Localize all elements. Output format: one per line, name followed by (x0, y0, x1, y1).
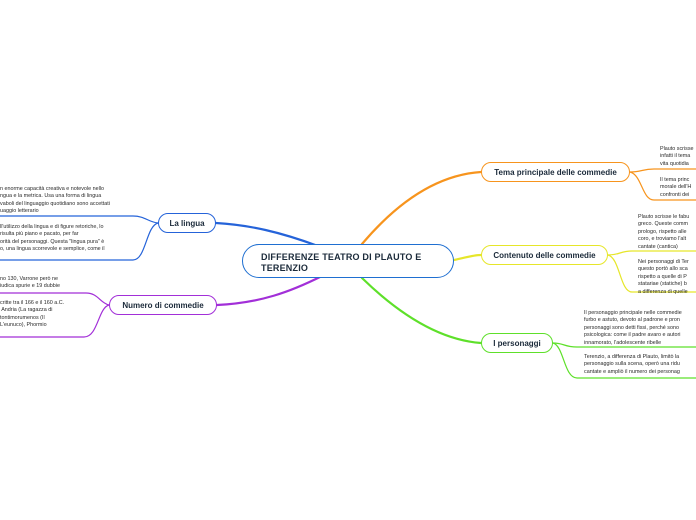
topic-numero-di-commedie[interactable]: Numero di commedie (109, 295, 217, 315)
link-tema-note-2 (629, 171, 696, 201)
link-center-contenuto (452, 253, 483, 262)
link-center-lingua (214, 221, 320, 248)
note-personaggi-1[interactable]: Il personaggio principale nelle commedie… (584, 310, 682, 346)
link-tema-note-1 (629, 168, 696, 173)
link-center-personaggi (360, 276, 483, 345)
link-commedie-note-1 (0, 292, 110, 306)
link-commedie-note-2 (0, 304, 110, 338)
link-contenuto-note-2 (607, 254, 696, 293)
central-topic[interactable]: DIFFERENZE TEATRO DI PLAUTO E TERENZIO (242, 244, 454, 278)
topic-la-lingua[interactable]: La lingua (158, 213, 216, 233)
note-lingua-2[interactable]: ll'utilizzo della lingua e di figure ret… (0, 224, 105, 253)
link-lingua-note-1 (0, 215, 159, 224)
note-contenuto-2[interactable]: Nei personaggi di Ter questo portò allo … (638, 259, 689, 295)
note-lingua-1[interactable]: n enorme capacità creativa e notevole ne… (0, 186, 110, 215)
note-commedie-2[interactable]: critte tra il 166 e il 160 a.C. Andria (… (0, 300, 65, 329)
note-commedie-1[interactable]: no 130, Varrone però ne iudica spurie e … (0, 276, 60, 290)
topic-tema-principale[interactable]: Tema principale delle commedie (481, 162, 630, 182)
topic-contenuto-commedie[interactable]: Contenuto delle commedie (481, 245, 608, 265)
link-lingua-note-2 (0, 222, 159, 261)
link-contenuto-note-1 (607, 250, 696, 256)
note-contenuto-1[interactable]: Plauto scrisse le fabu greco. Queste com… (638, 214, 690, 250)
topic-i-personaggi[interactable]: I personaggi (481, 333, 553, 353)
link-personaggi-note-2 (552, 342, 696, 379)
link-center-commedie (215, 274, 324, 307)
link-center-tema (360, 170, 483, 246)
link-personaggi-note-1 (552, 342, 696, 348)
note-tema-2[interactable]: Il tema princ morale dell'H confronti de… (660, 177, 692, 198)
note-tema-1[interactable]: Plauto scrisse infatti il tema vita quot… (660, 146, 694, 167)
note-personaggi-2[interactable]: Terenzio, a differenza di Plauto, limitò… (584, 354, 680, 375)
